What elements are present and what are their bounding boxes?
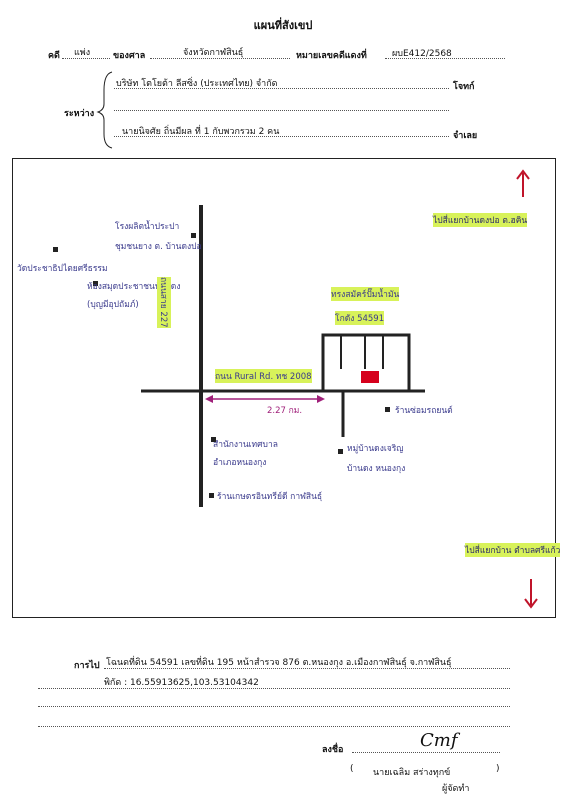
temple-label: วัดประชาธิปไตยศรีธรรม [17, 264, 108, 274]
court-name: จังหวัดกาฬสินธุ์ [183, 48, 244, 58]
village-label: หมู่บ้านดงเจริญ [347, 444, 404, 454]
library-label: ห้องสมุดประชาชนบ้านดง [87, 282, 181, 292]
plaintiff-name: บริษัท โตโยต้า ลีสซิ่ง (ประเทศไทย) จำกัด [116, 79, 278, 89]
vertical-road-label: ถนนสาย 227 [157, 277, 171, 328]
court-label: ของศาล [113, 51, 146, 61]
defendant-role: จำเลย [453, 131, 478, 141]
map-frame: ไปสี่แยกบ้านดงปอ ต.ฮคิน ไปสี่แยกบ้าน ตำบ… [12, 158, 561, 618]
signer-role: ผู้จัดทำ [442, 784, 470, 794]
distance-label: 2.27 กม. [267, 406, 303, 416]
page-title: แผนที่สังเขป [253, 19, 313, 32]
case-label: คดี [48, 51, 60, 61]
route-label: การไป [74, 661, 100, 671]
sign-label: ลงชื่อ [322, 745, 344, 755]
between-label: ระหว่าง [64, 109, 95, 119]
signer-name: นายเฉลิม สร่างทุกข์ [373, 768, 451, 778]
village-label-2: บ้านดง หนองกุง [347, 464, 406, 474]
horizontal-road-label: ถนน Rural Rd. ทช 2008 [215, 369, 312, 383]
signature-mark: Cmf [420, 730, 458, 751]
case-type: แพ่ง [74, 48, 91, 58]
store-label: ร้านเกษตรอินทรีย์ดี กาฬสินธุ์ [217, 492, 323, 502]
case-number-label: หมายเลขคดีแดงที่ [296, 51, 367, 61]
water-plant-label-2: ชุมชนยาง ต. บ้านดงปอ [115, 242, 202, 252]
target-name: ทรงสมัคร์ปั๊มน้ำมัน [331, 287, 400, 301]
municipal-office-label: สำนักงานเทศบาล [213, 440, 278, 450]
case-number: ผบE412/2568 [392, 49, 452, 59]
defendant-name: นายนิจศัย ถิ่นมีผล ที่ 1 กับพวกรวม 2 คน [122, 127, 280, 137]
library-label-2: (บุญมีอุปถัมภ์) [87, 300, 139, 310]
north-direction-note: ไปสี่แยกบ้านดงปอ ต.ฮคิน [433, 213, 528, 227]
water-plant-label: โรงผลิตน้ำประปา [115, 222, 180, 232]
paren-open: ( [350, 764, 354, 774]
map-drawing [53, 169, 538, 609]
route-text: โฉนดที่ดิน 54591 เลขที่ดิน 195 หน้าสำรวจ… [106, 658, 452, 668]
target-marker [361, 371, 379, 383]
south-direction-note: ไปสี่แยกบ้าน ตำบลศรีแก้ว [465, 543, 561, 557]
plaintiff-role: โจทก์ [453, 82, 475, 92]
repair-shop-label: ร้านซ่อมรถยนต์ [395, 406, 453, 416]
coordinates: พิกัด : 16.55913625,103.53104342 [104, 678, 259, 688]
target-deed: โกดัง 54591 [335, 311, 385, 325]
paren-close: ) [496, 764, 500, 774]
municipal-office-label-2: อำเภอหนองกุง [213, 458, 267, 468]
